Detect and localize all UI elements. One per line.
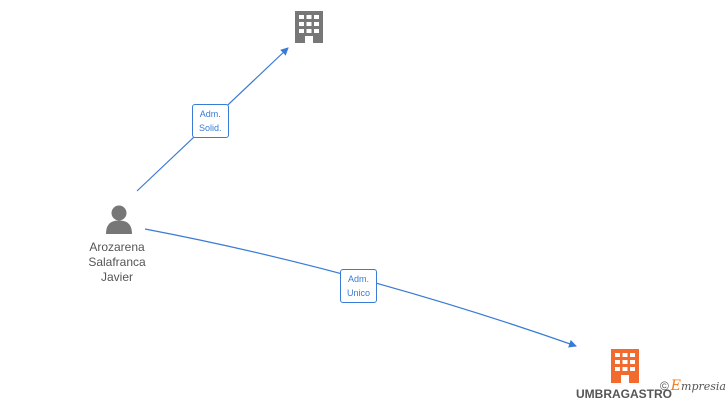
building-icon[interactable]: [295, 11, 323, 43]
person-name-line: Javier: [100, 270, 133, 284]
empresia-logo-e: E: [670, 378, 682, 394]
empresia-logo: Empresia: [671, 378, 726, 394]
person-name[interactable]: Arozarena Salafranca Javier: [74, 240, 160, 285]
edge-label-line: Unico: [347, 288, 371, 298]
empresia-watermark: © Empresia: [660, 378, 726, 394]
edge-label-line: Adm.: [199, 109, 221, 119]
edge-label-adm-solid: Adm. Solid.: [192, 104, 229, 138]
person-name-line: Salafranca: [88, 255, 146, 269]
edge-label-line: Adm.: [348, 274, 370, 284]
copyright-symbol: ©: [659, 379, 669, 393]
building-icon-umbragastro[interactable]: [611, 349, 639, 383]
empresia-logo-rest: mpresia: [681, 380, 726, 393]
company-name-umbragastro[interactable]: UMBRAGASTRO: [576, 387, 672, 401]
edge-label-adm-unico: Adm. Unico: [340, 269, 378, 303]
person-icon[interactable]: [106, 205, 132, 235]
edge-label-line: Solid.: [199, 123, 222, 133]
person-name-line: Arozarena: [89, 240, 145, 254]
